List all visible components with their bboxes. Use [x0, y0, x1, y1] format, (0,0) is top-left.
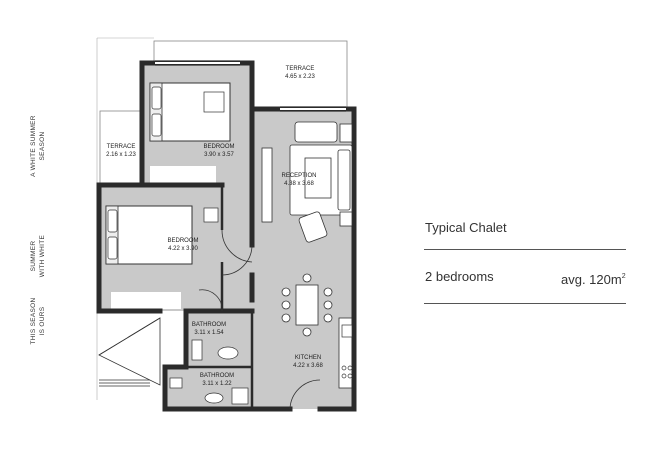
- label-reception-size: 4.38 x 3.68: [284, 181, 314, 187]
- wardrobe-2: [111, 292, 181, 309]
- label-terrace-top: TERRACE: [286, 66, 315, 72]
- entrance-doors: [98, 229, 321, 410]
- average-area: avg. 120m2: [561, 272, 626, 287]
- tv-unit: [261, 147, 273, 223]
- kitchen-appliances: [341, 324, 353, 379]
- bed-2: [105, 205, 219, 265]
- label-terrace-left: TERRACE: [107, 144, 136, 150]
- label-bedroom-1-size: 3.90 x 3.57: [204, 152, 234, 158]
- label-bedroom-2: BEDROOM: [167, 238, 198, 244]
- label-bathroom-2-size: 3.11 x 1.22: [202, 381, 232, 387]
- terrace-left-area: [99, 110, 143, 187]
- unit-title: Typical Chalet: [425, 220, 507, 235]
- wardrobe-1: [150, 166, 216, 184]
- area-unit-superscript: 2: [621, 273, 626, 280]
- room-labels: TERRACE 4.65 x 2.23 TERRACE 2.16 x 1.23 …: [106, 66, 323, 387]
- average-area-value: avg. 120m: [561, 272, 622, 287]
- bedroom-count: 2 bedrooms: [425, 269, 494, 284]
- bathroom-fixtures: [169, 339, 249, 405]
- living-furniture: [289, 121, 353, 243]
- windows: [155, 60, 346, 112]
- floor-plan: TERRACE 4.65 x 2.23 TERRACE 2.16 x 1.23 …: [96, 37, 357, 412]
- bed-1: [149, 82, 231, 142]
- label-terrace-left-size: 2.16 x 1.23: [106, 152, 136, 158]
- label-reception: RECEPTION: [281, 173, 316, 179]
- label-kitchen: KITCHEN: [295, 355, 321, 361]
- label-bathroom-1: BATHROOM: [192, 322, 226, 328]
- label-terrace-top-size: 4.65 x 2.23: [285, 74, 315, 80]
- label-bathroom-2: BATHROOM: [200, 373, 234, 379]
- corridor-floor: [222, 185, 252, 311]
- wall-bedroom2-left: [96, 182, 163, 314]
- divider-1: [424, 249, 626, 250]
- divider-2: [424, 303, 626, 304]
- label-bedroom-2-size: 4.22 x 3.90: [168, 246, 198, 252]
- dining-set: [281, 273, 333, 337]
- label-kitchen-size: 4.22 x 3.68: [293, 363, 323, 369]
- label-bedroom-1: BEDROOM: [203, 144, 234, 150]
- label-bathroom-1-size: 3.11 x 1.54: [194, 330, 224, 336]
- thin-walls: [165, 185, 254, 409]
